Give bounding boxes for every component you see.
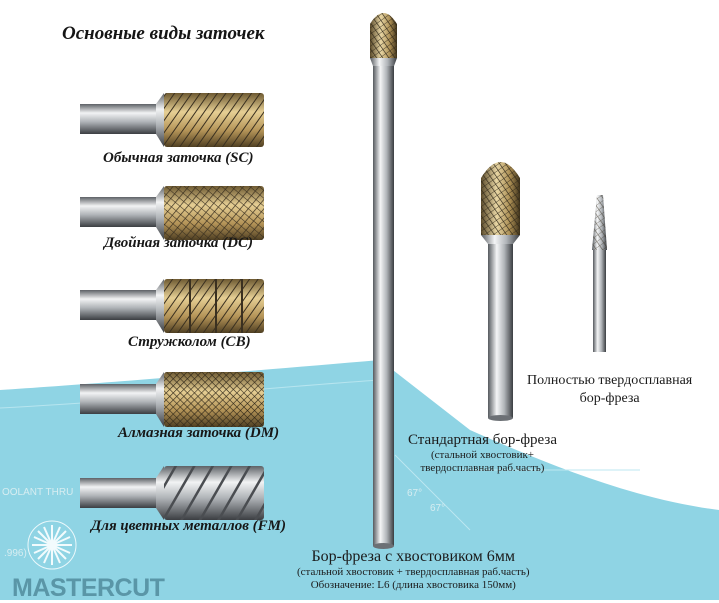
caption-standard-sub2: твердосплавная раб.часть) xyxy=(420,462,545,474)
cb-burr-image xyxy=(80,279,264,333)
angle-label-1: 67° xyxy=(407,488,423,499)
dm-burr-image xyxy=(80,372,264,427)
caption-long-main: Бор-фреза с хвостовиком 6мм xyxy=(311,548,516,565)
caption-standard: Стандартная бор-фреза (стальной хвостови… xyxy=(408,432,557,475)
angle-label-2: 67° xyxy=(430,503,446,514)
label-dm: Алмазная заточка (DM) xyxy=(118,425,280,441)
label-cb: Стружколом (CB) xyxy=(128,334,251,350)
caption-standard-sub1: (стальной хвостовик+ xyxy=(430,449,535,461)
sc-burr-image xyxy=(80,93,264,147)
caption-long-sub2: Обозначение: L6 (длина хвостовика 150мм) xyxy=(310,579,516,591)
standard-burr-image xyxy=(481,162,520,421)
label-fm: Для цветных металлов (FM) xyxy=(91,518,286,534)
caption-long-shank: Бор-фреза с хвостовиком 6мм (стальной хв… xyxy=(297,548,530,592)
solid-carbide-burr-image xyxy=(592,195,607,352)
code-text: .996) xyxy=(4,548,27,559)
long-shank-burr-image xyxy=(370,13,397,549)
caption-long-sub1: (стальной хвостовик + твердосплавная раб… xyxy=(297,566,530,578)
caption-standard-main: Стандартная бор-фреза xyxy=(408,432,557,448)
caption-solid-line1: Полностью твердосплавная xyxy=(527,373,693,388)
page-title: Основные виды заточек xyxy=(62,23,265,44)
fm-burr-image xyxy=(80,466,264,520)
label-sc: Обычная заточка (SC) xyxy=(103,150,254,166)
mastercut-logo: MASTERCUT xyxy=(12,574,165,602)
label-dc: Двойная заточка (DC) xyxy=(104,235,254,251)
coolant-text: OOLANT THRU xyxy=(2,487,74,498)
dc-burr-image xyxy=(80,186,264,240)
caption-solid-line2: бор-фреза xyxy=(579,391,640,406)
star-logo-rays xyxy=(32,525,72,565)
star-logo-icon xyxy=(27,520,77,570)
caption-solid-carbide: Полностью твердосплавная бор-фреза xyxy=(527,372,692,408)
